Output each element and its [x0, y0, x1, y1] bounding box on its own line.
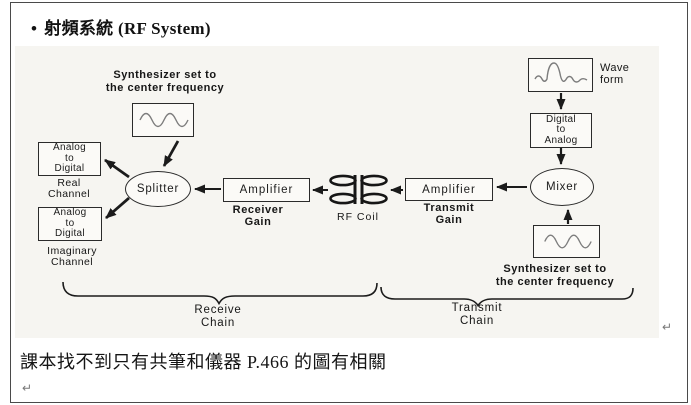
receiver-gain-label: Receiver Gain [232, 204, 284, 228]
adc-imaginary-box: Analog to Digital [38, 207, 102, 241]
sinc-pulse-icon [533, 62, 587, 83]
synth-top-caption: Synthesizer set to the center frequency [105, 69, 225, 94]
rf-system-diagram: Synthesizer set to the center frequency … [15, 46, 659, 338]
arrow-splitter-to-adc-real [104, 158, 130, 179]
amplifier-rx-box: Amplifier [223, 178, 310, 202]
adc-real-label: Analog to Digital [53, 142, 86, 175]
page-title-text: 射頻系統 (RF System) [44, 19, 211, 38]
imaginary-channel-label: Imaginary Channel [47, 245, 97, 268]
arrow-splitter-to-adc-imaginary [105, 196, 130, 220]
transmit-chain-label: Transmit Chain [451, 302, 503, 327]
dac-label: Digital to Analog [544, 113, 578, 146]
rf-coil-icon [329, 174, 388, 205]
dac-box: Digital to Analog [530, 113, 592, 148]
arrow-synth-to-splitter [162, 140, 180, 167]
amplifier-tx-label: Amplifier [422, 183, 476, 196]
adc-real-box: Analog to Digital [38, 142, 101, 176]
splitter-label: Splitter [136, 183, 180, 195]
diagram-overlay [62, 93, 634, 307]
rf-coil-label: RF Coil [336, 211, 379, 223]
receive-chain-label: Receive Chain [194, 304, 242, 329]
flow-arrows [104, 93, 573, 224]
sine-wave-icon [139, 112, 189, 128]
receive-chain-brace [62, 281, 378, 306]
transmit-chain-brace [380, 286, 634, 307]
amplifier-rx-label: Amplifier [239, 184, 294, 196]
real-channel-label: Real Channel [48, 177, 90, 200]
synth-bottom-caption: Synthesizer set to the center frequency [495, 263, 615, 288]
mixer-node: Mixer [530, 168, 594, 206]
waveform-label: Wave form [600, 62, 630, 86]
amplifier-tx-box: Amplifier [405, 178, 493, 201]
bullet-icon: • [31, 19, 38, 38]
splitter-node: Splitter [125, 171, 191, 207]
note-text: 課本找不到只有共筆和儀器 P.466 的圖有相關 [20, 352, 387, 372]
page-title: • 射頻系統 (RF System) [31, 14, 211, 39]
transmit-gain-label: Transmit Gain [423, 202, 475, 226]
adc-imaginary-label: Analog to Digital [53, 207, 87, 240]
mixer-label: Mixer [545, 181, 579, 193]
paragraph-return-icon: ↵ [22, 381, 33, 395]
synthesizer-bottom-box [533, 225, 600, 258]
paragraph-return-icon: ↵ [662, 320, 673, 334]
waveform-box [528, 58, 593, 92]
sine-wave-icon [543, 234, 592, 249]
synthesizer-top-box [132, 103, 194, 137]
